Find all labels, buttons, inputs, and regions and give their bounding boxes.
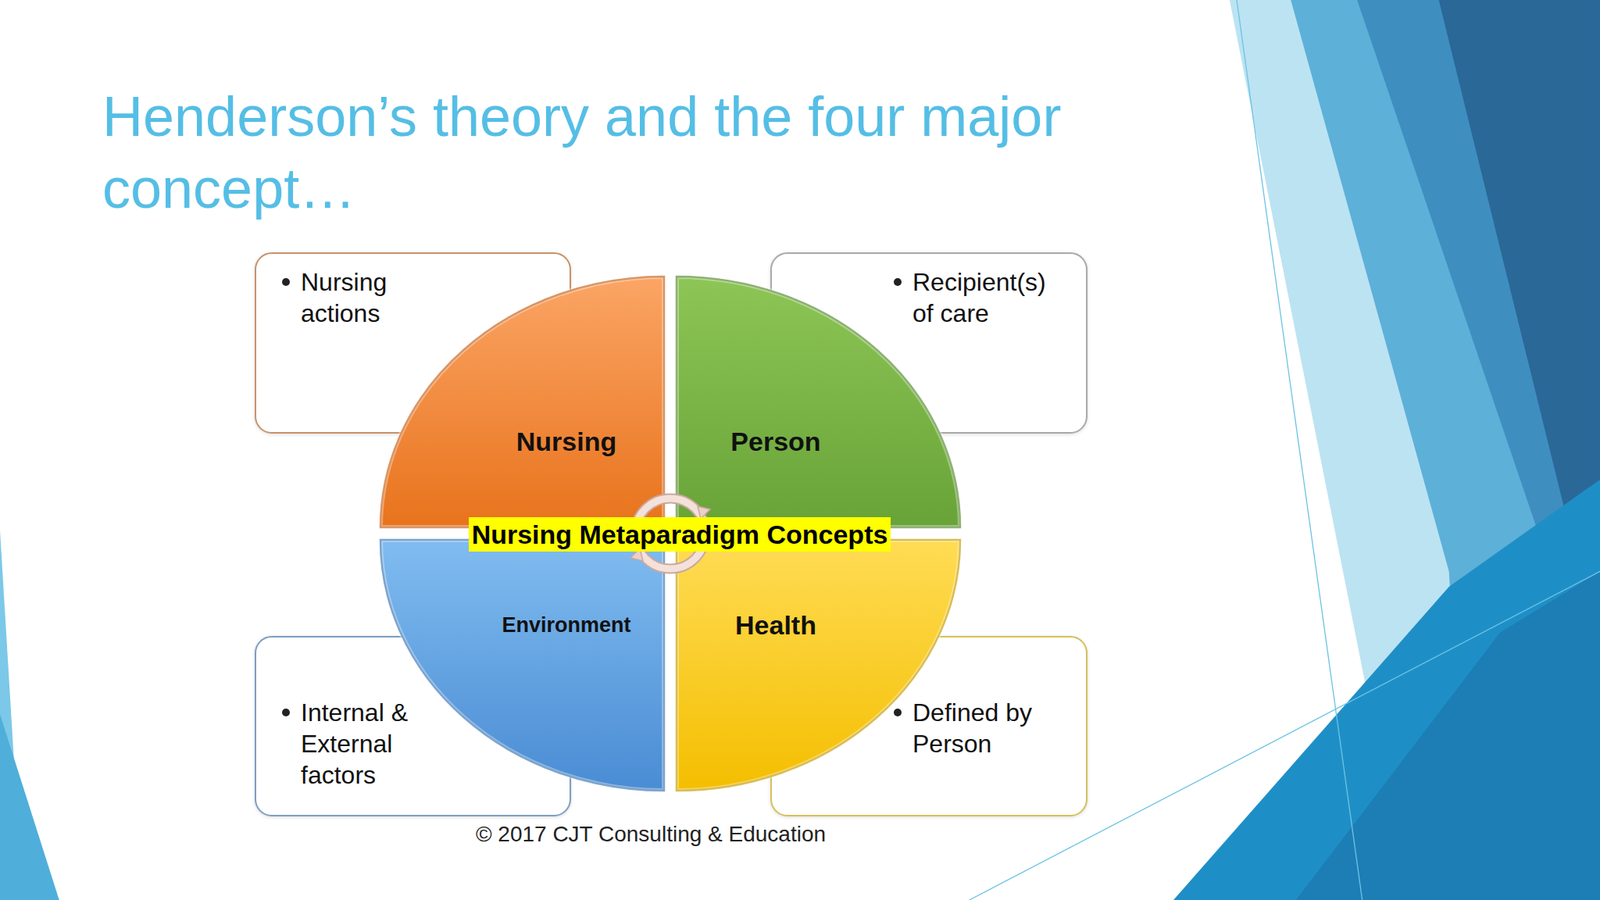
bullet-dot [282, 278, 290, 286]
bullet-text: Defined by Person [912, 696, 1073, 760]
bullet-text: Internal & External factors [300, 696, 461, 791]
quadrant-shape [676, 539, 961, 791]
quadrant-shape [380, 276, 665, 528]
quadrant-label: Health [735, 610, 817, 641]
bullet-dot [893, 278, 902, 286]
center-label: Nursing Metaparadigm Concepts [468, 517, 892, 552]
quadrant-bevel [380, 276, 665, 528]
bullet-dot [282, 708, 290, 717]
bullet-dot [893, 708, 902, 717]
quadrant-label: Environment [501, 613, 631, 638]
quadrant-shape [676, 276, 961, 528]
quadrant-fill [676, 276, 961, 528]
quadrant-segment: Nursing [380, 276, 665, 528]
quadrant-label: Person [730, 426, 821, 458]
copyright-note: © 2017 CJT Consulting & Education [475, 821, 826, 847]
quadrant-shape [380, 539, 665, 791]
quadrant-fill [380, 276, 665, 528]
quadrant-label: Nursing [516, 426, 617, 458]
bullet-text: Recipient(s) of care [912, 266, 1073, 329]
quadrant-fill [380, 539, 665, 791]
quadrant-bevel [380, 539, 665, 791]
quadrant-segment: Person [676, 276, 961, 528]
bullet-text: Nursing actions [300, 266, 461, 329]
quadrant-bevel [676, 539, 961, 791]
slide-title: Henderson’s theory and the four major co… [102, 80, 1236, 225]
quadrant-bevel [676, 276, 961, 528]
quadrant-segment: Health [676, 539, 961, 791]
quadrant-fill [676, 539, 961, 791]
quadrant-segment: Environment [380, 539, 665, 791]
center-highlight: Nursing Metaparadigm Concepts [468, 517, 892, 552]
